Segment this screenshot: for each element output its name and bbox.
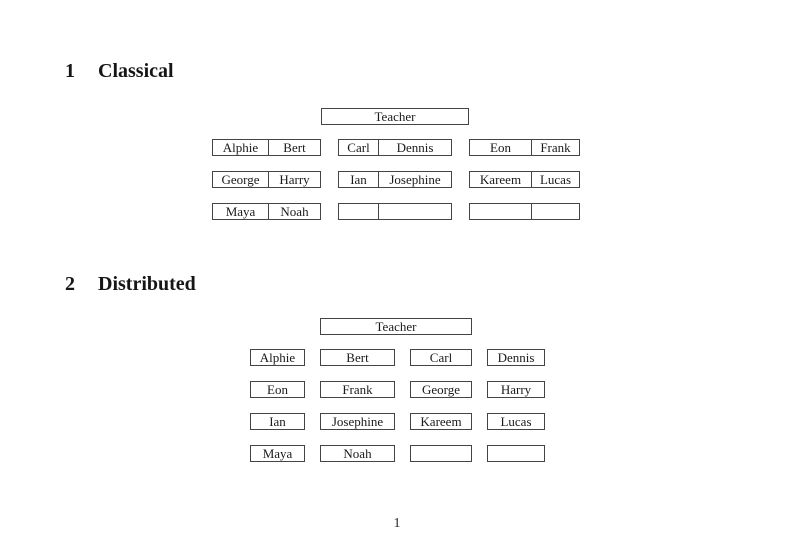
desk: Lucas (487, 413, 545, 430)
seat: Carl (339, 140, 379, 155)
desk: Eon (250, 381, 305, 398)
empty-seat (379, 204, 451, 219)
seat: Harry (279, 172, 310, 187)
desk: Ian (250, 413, 305, 430)
seat: Maya (213, 204, 269, 219)
seat: Noah (280, 204, 309, 219)
desk: Frank (320, 381, 395, 398)
desk: Kareem Lucas (469, 171, 580, 188)
desk: Kareem (410, 413, 472, 430)
empty-desk (338, 203, 452, 220)
empty-desk (487, 445, 545, 462)
desk: Alphie (250, 349, 305, 366)
desk: Ian Josephine (338, 171, 452, 188)
desk: George (410, 381, 472, 398)
seat: Bert (283, 140, 306, 155)
desk: Maya (250, 445, 305, 462)
desk: Noah (320, 445, 395, 462)
section-2-title: Distributed (98, 273, 196, 295)
seat: George (213, 172, 269, 187)
desk: Alphie Bert (212, 139, 321, 156)
desk: Eon Frank (469, 139, 580, 156)
seat: Dennis (396, 140, 434, 155)
seat: Alphie (213, 140, 269, 155)
teacher-box: Teacher (321, 108, 469, 125)
page-number: 1 (393, 516, 401, 531)
section-1-heading: 1 Classical (65, 61, 174, 82)
empty-desk (469, 203, 580, 220)
empty-seat (339, 204, 379, 219)
empty-seat (532, 204, 579, 219)
section-2-heading: 2 Distributed (65, 274, 196, 295)
seat: Frank (540, 140, 571, 155)
desk: Carl Dennis (338, 139, 452, 156)
desk: Bert (320, 349, 395, 366)
desk: Carl (410, 349, 472, 366)
desk: George Harry (212, 171, 321, 188)
desk: Harry (487, 381, 545, 398)
seat: Kareem (470, 172, 532, 187)
section-2-number: 2 (65, 273, 75, 295)
seat: Eon (470, 140, 532, 155)
teacher-box: Teacher (320, 318, 472, 335)
empty-seat (470, 204, 532, 219)
empty-desk (410, 445, 472, 462)
desk: Josephine (320, 413, 395, 430)
desk: Maya Noah (212, 203, 321, 220)
seat: Ian (339, 172, 379, 187)
desk: Dennis (487, 349, 545, 366)
section-1-number: 1 (65, 60, 75, 82)
section-1-title: Classical (98, 60, 174, 82)
seat: Josephine (389, 172, 441, 187)
seat: Lucas (539, 172, 572, 187)
